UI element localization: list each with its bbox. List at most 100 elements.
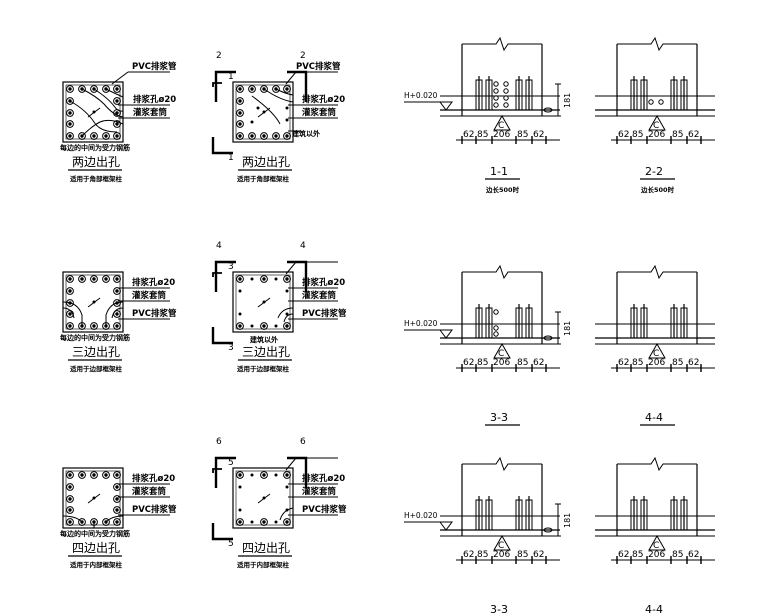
detail-note-left: 适用于角部框架柱: [70, 174, 123, 183]
grout-sleeve-core: [68, 134, 72, 138]
section-mark-label: 4: [300, 241, 306, 251]
dim-value: 62: [533, 130, 544, 140]
grout-hole: [493, 95, 499, 101]
grout-sleeve-core: [68, 497, 72, 501]
grout-hole: [493, 325, 499, 331]
center-tick: [257, 107, 271, 118]
grout-sleeve-core: [115, 324, 119, 328]
grout-sleeve-core: [115, 485, 119, 489]
grout-sleeve-core: [238, 134, 242, 138]
section-mark-label: 6: [216, 437, 222, 447]
grade-marker: [493, 342, 511, 359]
grout-sleeve: [66, 495, 74, 503]
dim-value: 206: [648, 130, 665, 140]
dim-value: 85: [517, 550, 528, 560]
dim-value: 62: [688, 130, 699, 140]
label-grout-sleeve: 灌浆套筒: [302, 107, 337, 118]
grout-sleeve: [66, 322, 74, 330]
grout-sleeve-core: [238, 473, 242, 477]
label-pvc-pipe: PVC排浆管: [302, 504, 347, 515]
grout-sleeve: [113, 120, 121, 128]
section-bracket-bottom: [211, 523, 233, 541]
grout-sleeve-core: [104, 277, 108, 281]
label-outside-note: 建筑以外: [250, 335, 278, 344]
grout-sleeve-core: [115, 277, 119, 281]
grout-sleeve-core: [115, 473, 119, 477]
label-grout-sleeve: 灌浆套筒: [132, 290, 167, 301]
height-dim-value: 181: [563, 513, 572, 528]
grout-sleeve: [78, 85, 86, 93]
dim-value: 62: [463, 550, 474, 560]
grout-sleeve: [90, 471, 98, 479]
grout-hole: [503, 102, 509, 108]
detail-title-right: 三边出孔: [242, 345, 290, 359]
grout-sleeve: [283, 518, 291, 526]
detail-note-left: 适用于边部框架柱: [70, 364, 123, 373]
grout-sleeve-core: [238, 99, 242, 103]
label-pvc-pipe: PVC排浆管: [132, 308, 177, 319]
grout-sleeve: [90, 132, 98, 140]
column-outline: [62, 81, 124, 143]
grout-sleeve: [66, 85, 74, 93]
grout-sleeve-core: [285, 473, 289, 477]
dim-value: 62: [618, 358, 629, 368]
grout-sleeve-core: [285, 134, 289, 138]
rebar-dot: [238, 312, 242, 316]
pvc-pipe: [251, 95, 281, 125]
grout-sleeve: [113, 518, 121, 526]
label-pvc-pipe: PVC排浆管: [302, 308, 347, 319]
pvc-pipe: [81, 88, 124, 118]
grout-sleeve-core: [115, 508, 119, 512]
break-line: [617, 36, 697, 52]
section-mark-label: 2: [300, 51, 306, 61]
section-mark-label: 5: [228, 539, 234, 549]
grout-sleeve-core: [115, 134, 119, 138]
pvc-pipe: [62, 307, 75, 319]
label-grout-sleeve: 灌浆套筒: [133, 107, 168, 118]
dim-value: 206: [493, 130, 510, 140]
grout-sleeve: [66, 287, 74, 295]
dim-value: 206: [493, 358, 510, 368]
grade-marker: [648, 534, 666, 551]
detail-note-left: 适用于内部框架柱: [70, 560, 123, 569]
section-mark-label: 4: [216, 241, 222, 251]
grout-sleeve-core: [285, 520, 289, 524]
grout-sleeve: [236, 518, 244, 526]
grout-sleeve: [113, 322, 121, 330]
grout-sleeve: [283, 471, 291, 479]
pipe-outlet: [543, 335, 553, 341]
level-marker: [439, 101, 453, 111]
grout-sleeve-core: [115, 520, 119, 524]
grout-sleeve-core: [115, 289, 119, 293]
grout-sleeve: [66, 132, 74, 140]
grout-sleeve-core: [68, 324, 72, 328]
center-tick: [257, 493, 271, 504]
rebar-dot: [285, 289, 289, 293]
grout-sleeve-core: [250, 87, 254, 91]
grout-hole: [503, 95, 509, 101]
grout-sleeve: [102, 471, 110, 479]
label-pvc-pipe: PVC排浆管: [132, 61, 177, 72]
detail-title-left: 四边出孔: [72, 541, 120, 555]
leader-pvc: [285, 261, 297, 275]
grade-marker: [648, 342, 666, 359]
grout-sleeve: [260, 132, 268, 140]
label-pvc-pipe: PVC排浆管: [296, 61, 341, 72]
grout-sleeve: [113, 299, 121, 307]
section-mark-label: 3: [228, 343, 234, 353]
label-grout-sleeve: 灌浆套筒: [132, 486, 167, 497]
label-grout-hole: 排浆孔ø20: [132, 277, 175, 288]
rebar-dot: [250, 120, 254, 124]
rebar-dot: [250, 473, 254, 477]
grout-sleeve-core: [92, 277, 96, 281]
pipe-outlet: [543, 527, 553, 533]
pvc-pipe: [62, 301, 83, 326]
section-mark-label: 3: [228, 262, 234, 272]
dim-value: 85: [517, 358, 528, 368]
grout-sleeve: [66, 506, 74, 514]
center-tick: [87, 107, 101, 118]
